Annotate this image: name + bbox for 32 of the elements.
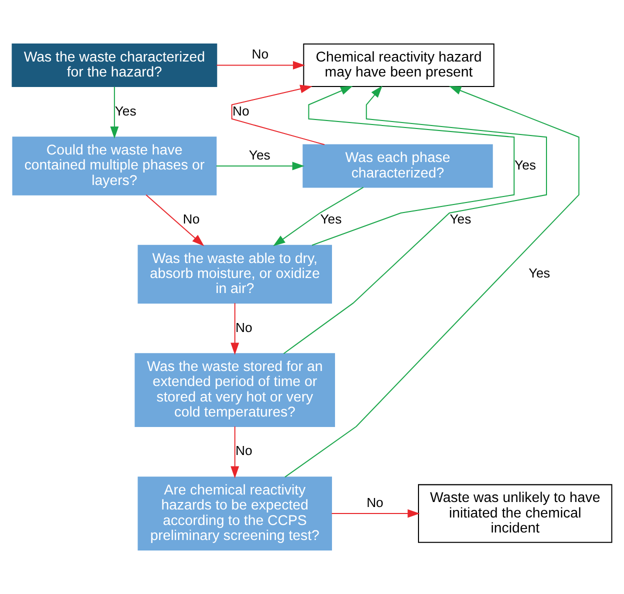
arrow [216, 162, 304, 170]
arrow [110, 86, 119, 139]
arrow [308, 86, 515, 246]
edge-label: No [182, 212, 200, 227]
node-box: Was the waste able to dry, absorb moisture, or oxidize in air? [138, 244, 332, 304]
node-box: Are chemical reactivity hazards to be expected according to the CCPS preliminary screening test? [138, 476, 332, 550]
edge-label: No [252, 46, 269, 62]
node-box: Was the waste stored for an extended period of time or stored at very hot or very cold temperatures? [134, 353, 336, 428]
edge-label: Yes [114, 103, 136, 118]
arrow [230, 303, 240, 355]
node-box: Waste was unlikely to have initiated the chemical incident [418, 484, 612, 543]
edge-label: Yes [514, 157, 536, 172]
edge-label: Yes [248, 147, 270, 162]
edge-label: Yes [320, 212, 342, 227]
node-box: Could the waste have contained multiple phases or layers? [12, 136, 217, 196]
arrow [216, 61, 306, 70]
arrow [273, 186, 364, 246]
arrow [146, 194, 204, 246]
node-box: Was each phase characterized? [302, 144, 493, 188]
node-box: Chemical reactivity hazard may have been present [303, 44, 494, 88]
node-box: Was the waste characterized for the hazard? [12, 44, 218, 88]
edge-label: No [366, 494, 384, 510]
arrow [231, 84, 325, 146]
arrow [332, 509, 420, 518]
edge-label: No [232, 103, 250, 118]
arrow [230, 426, 240, 478]
edge-label: Yes [450, 212, 472, 227]
edge-label: Yes [528, 266, 550, 281]
arrow [283, 86, 547, 354]
arrow [284, 86, 580, 478]
edge-label: No [236, 320, 252, 335]
edge-label: No [236, 443, 252, 458]
